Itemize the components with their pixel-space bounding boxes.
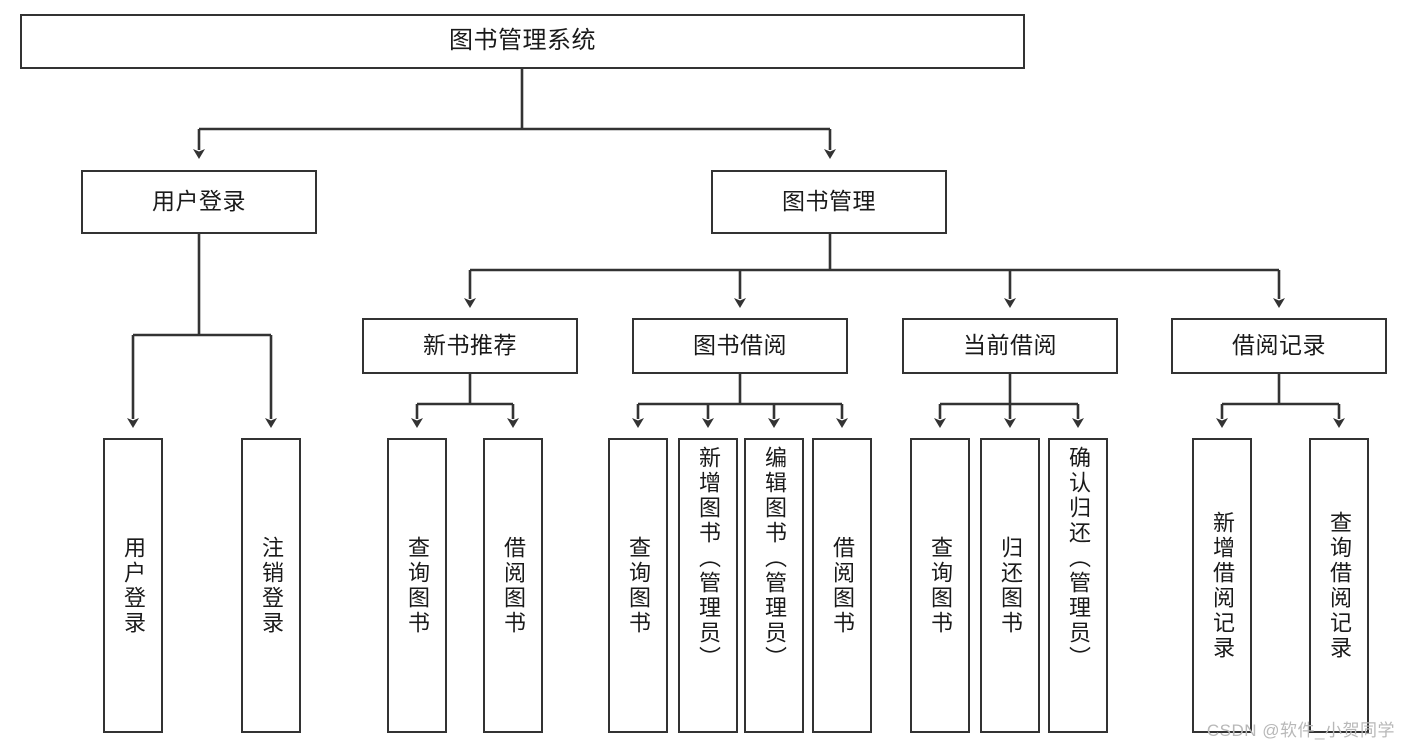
node-leaf-user-login[interactable]: 用户登录	[103, 438, 163, 733]
node-root-label: 图书管理系统	[449, 27, 596, 55]
node-leaf-edit-book[interactable]: 编辑图书（管理员）	[744, 438, 804, 733]
node-book-manage-label: 图书管理	[782, 188, 876, 215]
node-leaf-query-record[interactable]: 查询借阅记录	[1309, 438, 1369, 733]
node-leaf-add-record[interactable]: 新增借阅记录	[1192, 438, 1252, 733]
node-leaf-query-record-label: 查询借阅记录	[1327, 510, 1352, 661]
node-leaf-user-login-label: 用户登录	[121, 535, 146, 636]
node-leaf-confirm-return[interactable]: 确认归还（管理员）	[1048, 438, 1108, 733]
node-user-login-label: 用户登录	[152, 188, 246, 215]
node-leaf-query-book-2-label: 查询图书	[626, 535, 651, 636]
node-current-borrow-label: 当前借阅	[963, 332, 1057, 359]
node-new-book-rec-label: 新书推荐	[423, 332, 517, 359]
node-leaf-borrow-book-2-label: 借阅图书	[830, 535, 855, 636]
node-leaf-add-book[interactable]: 新增图书（管理员）	[678, 438, 738, 733]
node-leaf-borrow-book-1[interactable]: 借阅图书	[483, 438, 543, 733]
node-leaf-query-book-3[interactable]: 查询图书	[910, 438, 970, 733]
node-book-borrow-label: 图书借阅	[693, 332, 787, 359]
node-borrow-record-label: 借阅记录	[1232, 332, 1326, 359]
node-leaf-return-book[interactable]: 归还图书	[980, 438, 1040, 733]
node-leaf-confirm-return-label: 确认归还（管理员）	[1066, 446, 1091, 671]
node-root[interactable]: 图书管理系统	[20, 14, 1025, 69]
node-leaf-query-book-1-label: 查询图书	[405, 535, 430, 636]
node-new-book-rec[interactable]: 新书推荐	[362, 318, 578, 374]
node-user-login[interactable]: 用户登录	[81, 170, 317, 234]
node-leaf-return-book-label: 归还图书	[998, 535, 1023, 636]
node-leaf-query-book-3-label: 查询图书	[928, 535, 953, 636]
node-leaf-borrow-book-2[interactable]: 借阅图书	[812, 438, 872, 733]
node-leaf-query-book-1[interactable]: 查询图书	[387, 438, 447, 733]
node-book-manage[interactable]: 图书管理	[711, 170, 947, 234]
node-leaf-add-record-label: 新增借阅记录	[1210, 510, 1235, 661]
watermark: CSDN @软件_小贺同学	[1206, 721, 1395, 740]
node-borrow-record[interactable]: 借阅记录	[1171, 318, 1387, 374]
node-leaf-edit-book-label: 编辑图书（管理员）	[762, 446, 787, 671]
node-leaf-borrow-book-1-label: 借阅图书	[501, 535, 526, 636]
node-book-borrow[interactable]: 图书借阅	[632, 318, 848, 374]
node-leaf-add-book-label: 新增图书（管理员）	[696, 446, 721, 671]
node-leaf-user-logout-label: 注销登录	[259, 535, 284, 636]
node-leaf-user-logout[interactable]: 注销登录	[241, 438, 301, 733]
node-leaf-query-book-2[interactable]: 查询图书	[608, 438, 668, 733]
node-current-borrow[interactable]: 当前借阅	[902, 318, 1118, 374]
